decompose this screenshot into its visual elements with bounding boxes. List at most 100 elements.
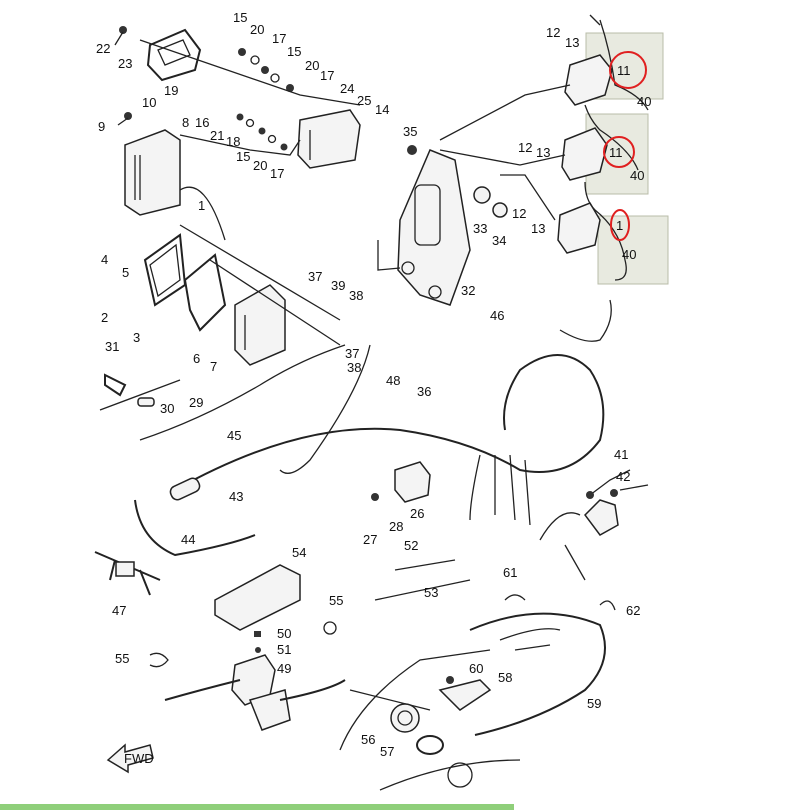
part-label-5: 5 [122, 265, 129, 280]
part-label-55b: 55 [115, 651, 129, 666]
part-label-57: 57 [380, 744, 394, 759]
part-label-12b: 12 [518, 140, 532, 155]
washer-51 [255, 647, 261, 653]
clamp-47 [94, 551, 161, 596]
ignition-coil-middle [561, 104, 639, 181]
part-label-54: 54 [292, 545, 306, 560]
part-label-60: 60 [469, 661, 483, 676]
screw-60 [446, 676, 454, 684]
bracket-19 [146, 28, 202, 82]
part-label-61: 61 [503, 565, 517, 580]
part-label-42: 42 [616, 469, 630, 484]
part-label-22: 22 [96, 41, 110, 56]
cable-52 [394, 559, 456, 571]
fwd-label: FWD [124, 751, 154, 766]
cable-44 [134, 499, 256, 557]
harness-branch-e [559, 299, 612, 342]
harness-59-inner [499, 628, 561, 651]
callout-label-1-bottom: 1 [616, 218, 623, 233]
leader-top-dash [139, 39, 361, 106]
fuse-holder-31 [104, 373, 127, 397]
part-label-21: 21 [210, 128, 224, 143]
part-label-38b: 38 [347, 360, 361, 375]
washer-stack-top [238, 48, 294, 92]
part-label-20a: 20 [250, 22, 264, 37]
part-label-59: 59 [587, 696, 601, 711]
part-label-52: 52 [404, 538, 418, 553]
cable-starter [164, 679, 346, 701]
part-label-32: 32 [461, 283, 475, 298]
leader-2-box [179, 224, 341, 346]
part-label-15c: 15 [236, 149, 250, 164]
rectifier-bracket [539, 499, 619, 581]
part-label-13a: 13 [565, 35, 579, 50]
part-label-10: 10 [142, 95, 156, 110]
regulator-14 [297, 109, 361, 169]
part-label-17a: 17 [272, 31, 286, 46]
leader-32-box [377, 240, 401, 271]
part-label-26: 26 [410, 506, 424, 521]
part-label-4: 4 [101, 252, 108, 267]
harness-59 [469, 612, 606, 736]
part-label-28: 28 [389, 519, 403, 534]
part-label-40a: 40 [637, 94, 651, 109]
part-label-40b: 40 [630, 168, 644, 183]
harness-branch-a [139, 344, 346, 441]
sensor-41 [586, 469, 631, 499]
part-label-2: 2 [101, 310, 108, 325]
cdi-unit-box [234, 284, 286, 366]
part-label-44: 44 [181, 532, 195, 547]
o-ring-57 [416, 735, 444, 755]
part-label-43: 43 [229, 489, 243, 504]
cable-43 [169, 477, 201, 501]
part-label-38a: 38 [349, 288, 363, 303]
callout-circle-middle [603, 136, 635, 168]
part-34 [492, 202, 508, 218]
bolt-35 [407, 145, 417, 155]
part-label-20b: 20 [305, 58, 319, 73]
bracket-58 [438, 679, 492, 711]
clip-62 [599, 600, 616, 611]
part-label-25: 25 [357, 93, 371, 108]
callout-circle-bottom [610, 209, 630, 241]
highlight-box-bottom [597, 215, 669, 285]
part-label-55a: 55 [329, 593, 343, 608]
part-label-46: 46 [490, 308, 504, 323]
part-label-48: 48 [386, 373, 400, 388]
part-label-36: 36 [417, 384, 431, 399]
part-label-13c: 13 [531, 221, 545, 236]
part-label-58: 58 [498, 670, 512, 685]
part-label-47: 47 [112, 603, 126, 618]
part-label-33: 33 [473, 221, 487, 236]
part-label-17c: 17 [270, 166, 284, 181]
part-label-20c: 20 [253, 158, 267, 173]
fuse-30 [137, 397, 155, 407]
bolt-9 [117, 112, 132, 126]
bolt-42 [610, 484, 649, 497]
starter-relay-26 [394, 461, 431, 503]
part-label-41: 41 [614, 447, 628, 462]
part-label-15b: 15 [287, 44, 301, 59]
part-label-18: 18 [226, 134, 240, 149]
part-label-24: 24 [340, 81, 354, 96]
part-label-34: 34 [492, 233, 506, 248]
part-labels: 22 23 19 9 10 8 16 21 18 15 20 17 1 15 2… [96, 10, 651, 759]
clip-55-lower [149, 652, 169, 668]
harness-main [174, 354, 605, 491]
part-label-12c: 12 [512, 206, 526, 221]
part-label-29: 29 [189, 395, 203, 410]
washer-stack-mid [236, 113, 288, 151]
cover-3 [183, 253, 227, 332]
clip-61 [504, 594, 526, 601]
callout-circle-top [609, 51, 647, 89]
harness-branch-d [469, 454, 531, 526]
bracket-2 [143, 233, 187, 307]
part-label-35: 35 [403, 124, 417, 139]
bolt-27 [371, 493, 379, 501]
bolt-22 [114, 26, 127, 46]
part-label-13b: 13 [536, 145, 550, 160]
part-label-40c: 40 [622, 247, 636, 262]
cdi-unit-1 [124, 129, 181, 216]
part-label-19: 19 [164, 83, 178, 98]
